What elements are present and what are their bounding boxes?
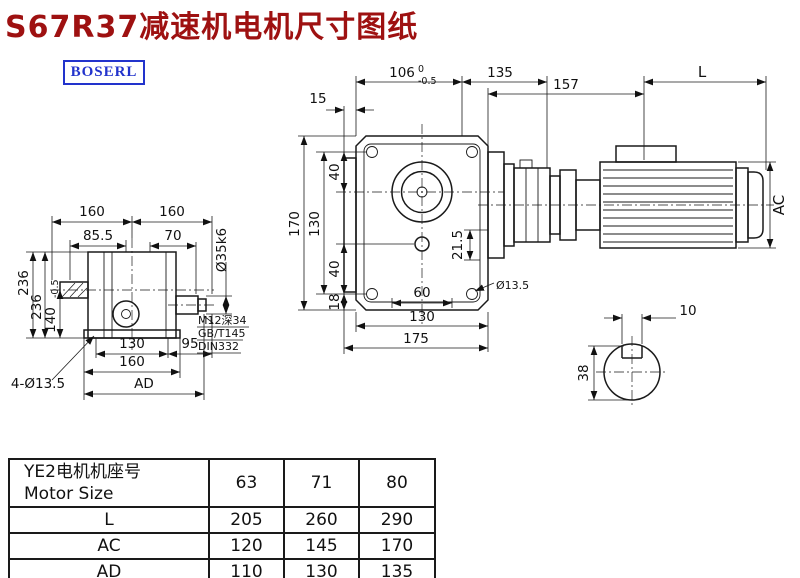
tap-standard-din: DIN332 <box>198 340 239 353</box>
dim-130-feet: 130 <box>119 336 145 352</box>
dim-95: 95 <box>181 336 198 352</box>
dim-140-tol: -0.5 <box>50 279 61 298</box>
motor-size-63: 63 <box>208 458 285 508</box>
motor-side-view <box>478 145 774 259</box>
dim-135: 135 <box>487 65 513 81</box>
shaft-end-dimensions: 10 38 <box>576 303 697 401</box>
dim-L: L <box>698 63 707 81</box>
table-header-cn: YE2电机机座号 <box>24 462 141 482</box>
front-housing <box>355 135 489 311</box>
boserl-logo: BOSERL <box>63 60 145 85</box>
table-header-en: Motor Size <box>24 484 114 504</box>
row-label-AD: AD <box>8 558 210 578</box>
value-AD-71: 130 <box>283 558 360 578</box>
gearbox-front-view <box>336 124 504 324</box>
dim-60: 60 <box>413 285 430 301</box>
motor-size-table: YE2电机机座号 Motor Size 63 71 80 L 205 260 2… <box>8 458 436 578</box>
dim-AD: AD <box>134 376 154 392</box>
dim-130-vert: 130 <box>307 211 323 237</box>
dim-hole-dia: Ø13.5 <box>496 279 529 292</box>
bolt-hole <box>466 146 478 158</box>
row-label-AC: AC <box>8 532 210 560</box>
page-title: S67R37减速机电机尺寸图纸 <box>5 10 419 45</box>
table-header-row: YE2电机机座号 Motor Size 63 71 80 <box>8 458 436 508</box>
dim-70: 70 <box>164 228 181 244</box>
dim-130-bottom: 130 <box>409 309 435 325</box>
dim-160-right: 160 <box>159 204 185 220</box>
value-AC-63: 120 <box>208 532 285 560</box>
dim-15: 15 <box>309 91 326 107</box>
dim-shaft-dia: Ø35k6 <box>214 228 230 272</box>
dim-140: 140 <box>43 307 59 333</box>
dim-AC: AC <box>770 195 788 215</box>
dim-85-5: 85.5 <box>83 228 113 244</box>
dim-4-holes: 4-Ø13.5 <box>11 376 65 392</box>
bolt-hole <box>366 146 378 158</box>
dim-236-a: 236 <box>16 270 32 296</box>
side-base <box>83 329 181 339</box>
table-row-AC: AC 120 145 170 <box>8 532 436 560</box>
bolt-hole <box>366 288 378 300</box>
shaft-end-view <box>596 336 668 408</box>
dim-21-5: 21.5 <box>450 230 466 260</box>
dim-170: 170 <box>287 211 303 237</box>
tap-standard-gb: GB/T145 <box>198 327 246 340</box>
dim-160-left: 160 <box>79 204 105 220</box>
dim-40-upper: 40 <box>327 163 343 180</box>
front-view-dimensions: 106 0 -0.5 135 157 L 15 170 130 40 40 18 <box>287 63 788 354</box>
row-label-L: L <box>8 506 210 534</box>
dim-157: 157 <box>553 77 579 93</box>
motor-size-80: 80 <box>358 458 436 508</box>
side-cover <box>343 157 357 293</box>
dim-175: 175 <box>403 331 429 347</box>
gearbox-side-view <box>50 238 216 350</box>
dim-key-width: 10 <box>679 303 696 319</box>
fan-cover <box>747 171 764 239</box>
bolt-hole <box>466 288 478 300</box>
dim-106: 106 <box>389 65 415 81</box>
value-AC-80: 170 <box>358 532 436 560</box>
value-AD-63: 110 <box>208 558 285 578</box>
value-L-63: 205 <box>208 506 285 534</box>
dim-106-tol-lower: -0.5 <box>418 76 437 87</box>
table-row-L: L 205 260 290 <box>8 506 436 534</box>
value-L-71: 260 <box>283 506 360 534</box>
dim-40-lower: 40 <box>327 260 343 277</box>
value-AC-71: 145 <box>283 532 360 560</box>
motor-size-71: 71 <box>283 458 360 508</box>
dim-236-b: 236 <box>29 294 45 320</box>
dim-38: 38 <box>576 364 592 381</box>
table-header-label: YE2电机机座号 Motor Size <box>8 458 210 508</box>
side-bore <box>112 300 140 328</box>
value-L-80: 290 <box>358 506 436 534</box>
drain-plug <box>414 236 430 252</box>
dim-160-base: 160 <box>119 354 145 370</box>
table-row-AD: AD 110 130 135 <box>8 558 436 578</box>
output-bore <box>391 161 453 223</box>
dim-106-tol-upper: 0 <box>418 64 424 75</box>
terminal-box <box>615 145 677 163</box>
side-view-dimensions: 160 160 85.5 70 Ø35k6 236 236 140 -0.5 <box>11 204 249 400</box>
dim-18: 18 <box>327 293 343 310</box>
tap-spec: M12深34 <box>198 314 247 327</box>
value-AD-80: 135 <box>358 558 436 578</box>
